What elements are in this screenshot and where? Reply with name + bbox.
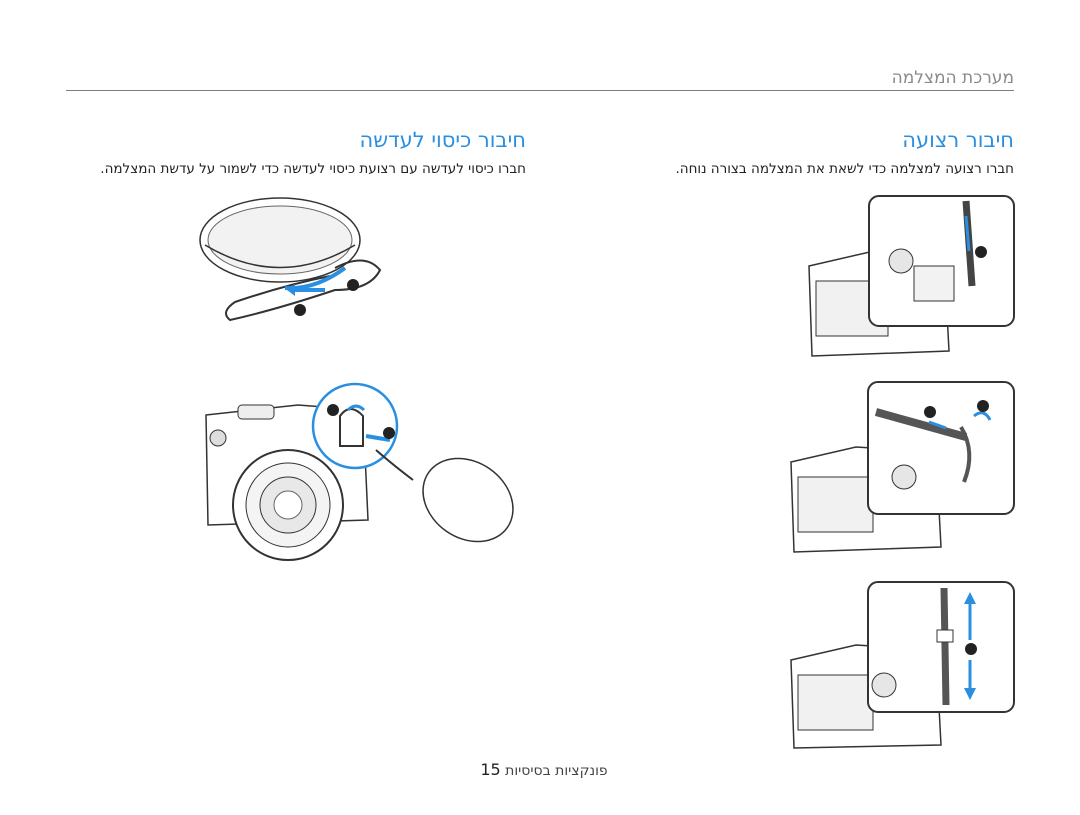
strap-section-description: חברו רצועה למצלמה כדי לשאת את המצלמה בצו…: [675, 161, 1014, 177]
camera-lens-cap-illustration: [205, 382, 514, 561]
strap-step-badge-3: [924, 403, 936, 422]
lens-cap-section-title: חיבור כיסוי לעדשה: [359, 128, 526, 152]
strap-step-badge-2: [977, 397, 989, 416]
strap-step-4-illustration: [790, 581, 1015, 749]
lens-cap-section-description: חברו כיסוי לעדשה עם רצועת כיסוי לעדשה כד…: [100, 161, 526, 177]
lens-cap-strap-illustration: [199, 197, 382, 322]
chapter-title: מערכת המצלמה: [891, 68, 1014, 88]
header-divider: [66, 90, 1014, 91]
page-footer: פונקציות בסיסיות 15: [0, 760, 1080, 779]
camera-cap-step-badge-1: [327, 401, 339, 420]
strap-step-2-3-illustration: [790, 381, 1015, 553]
strap-step-1-illustration: [808, 195, 1015, 357]
lens-cap-step-badge-2: [294, 301, 306, 320]
strap-section-title: חיבור רצועה: [902, 128, 1014, 152]
page-number: 15: [480, 760, 501, 779]
strap-step-badge-4: [965, 640, 977, 659]
strap-step-badge-1: [975, 243, 987, 262]
footer-section-label: פונקציות בסיסיות: [505, 763, 608, 779]
camera-cap-step-badge-2: [383, 424, 395, 443]
lens-cap-step-badge-1: [347, 276, 359, 295]
